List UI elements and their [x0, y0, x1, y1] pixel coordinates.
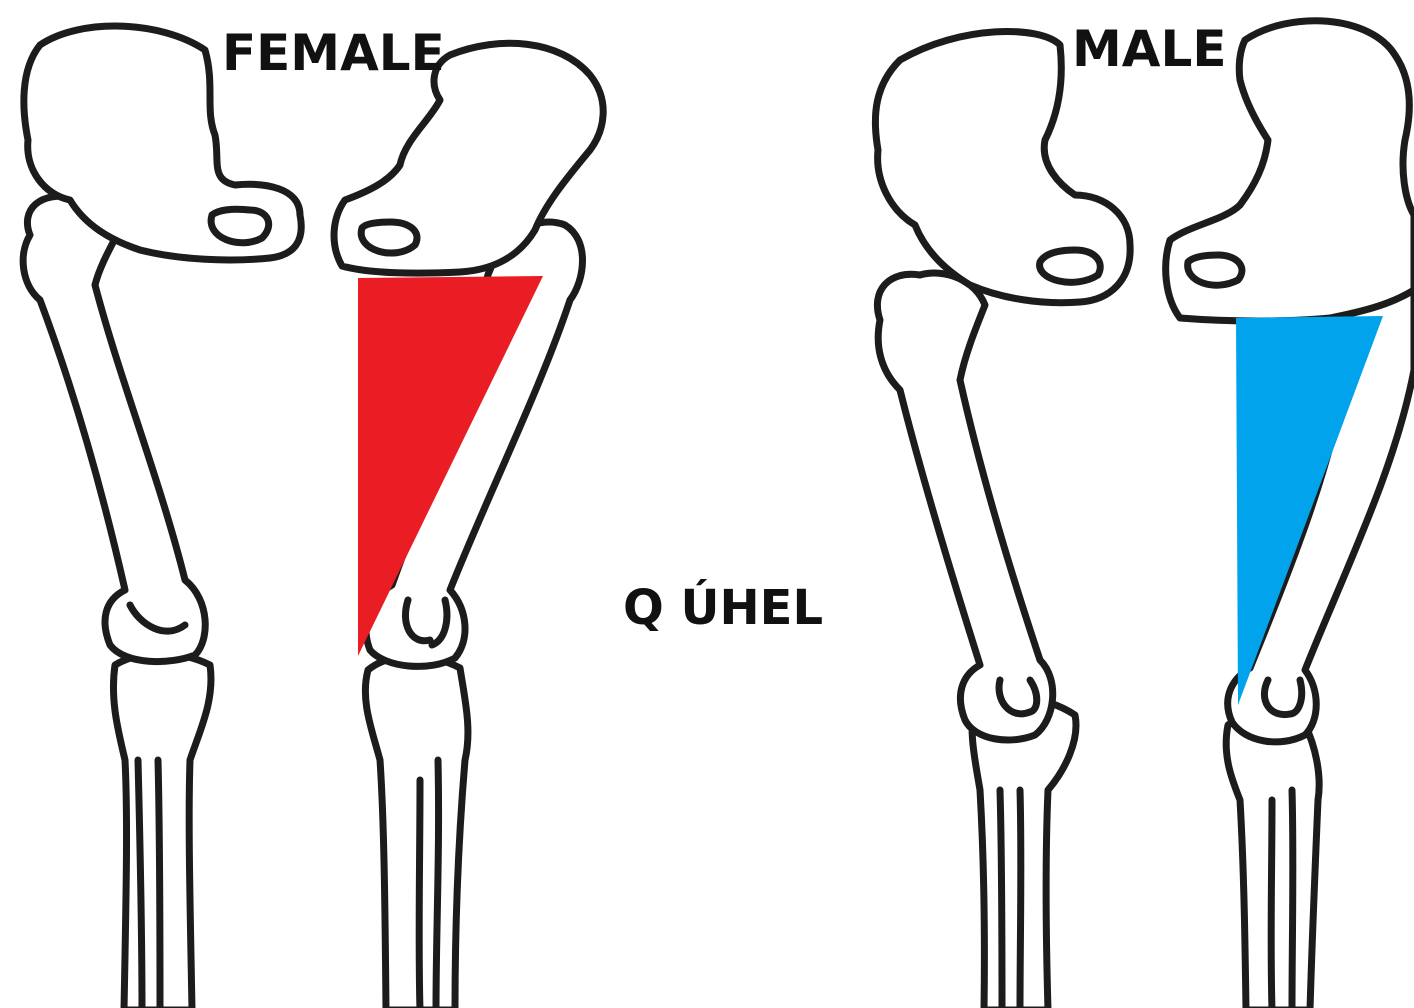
q-angle-label: Q ÚHEL — [623, 580, 823, 636]
female-label: FEMALE — [222, 24, 445, 82]
female-left-lower-leg — [113, 654, 211, 1008]
female-skeleton — [23, 26, 603, 1008]
male-left-femur — [877, 273, 1052, 740]
female-left-femur — [23, 196, 205, 661]
male-left-lower-leg — [972, 696, 1076, 1008]
female-right-lower-leg — [365, 656, 468, 1008]
male-label: MALE — [1072, 20, 1226, 78]
male-right-lower-leg — [1226, 714, 1319, 1008]
male-skeleton — [875, 21, 1414, 1008]
